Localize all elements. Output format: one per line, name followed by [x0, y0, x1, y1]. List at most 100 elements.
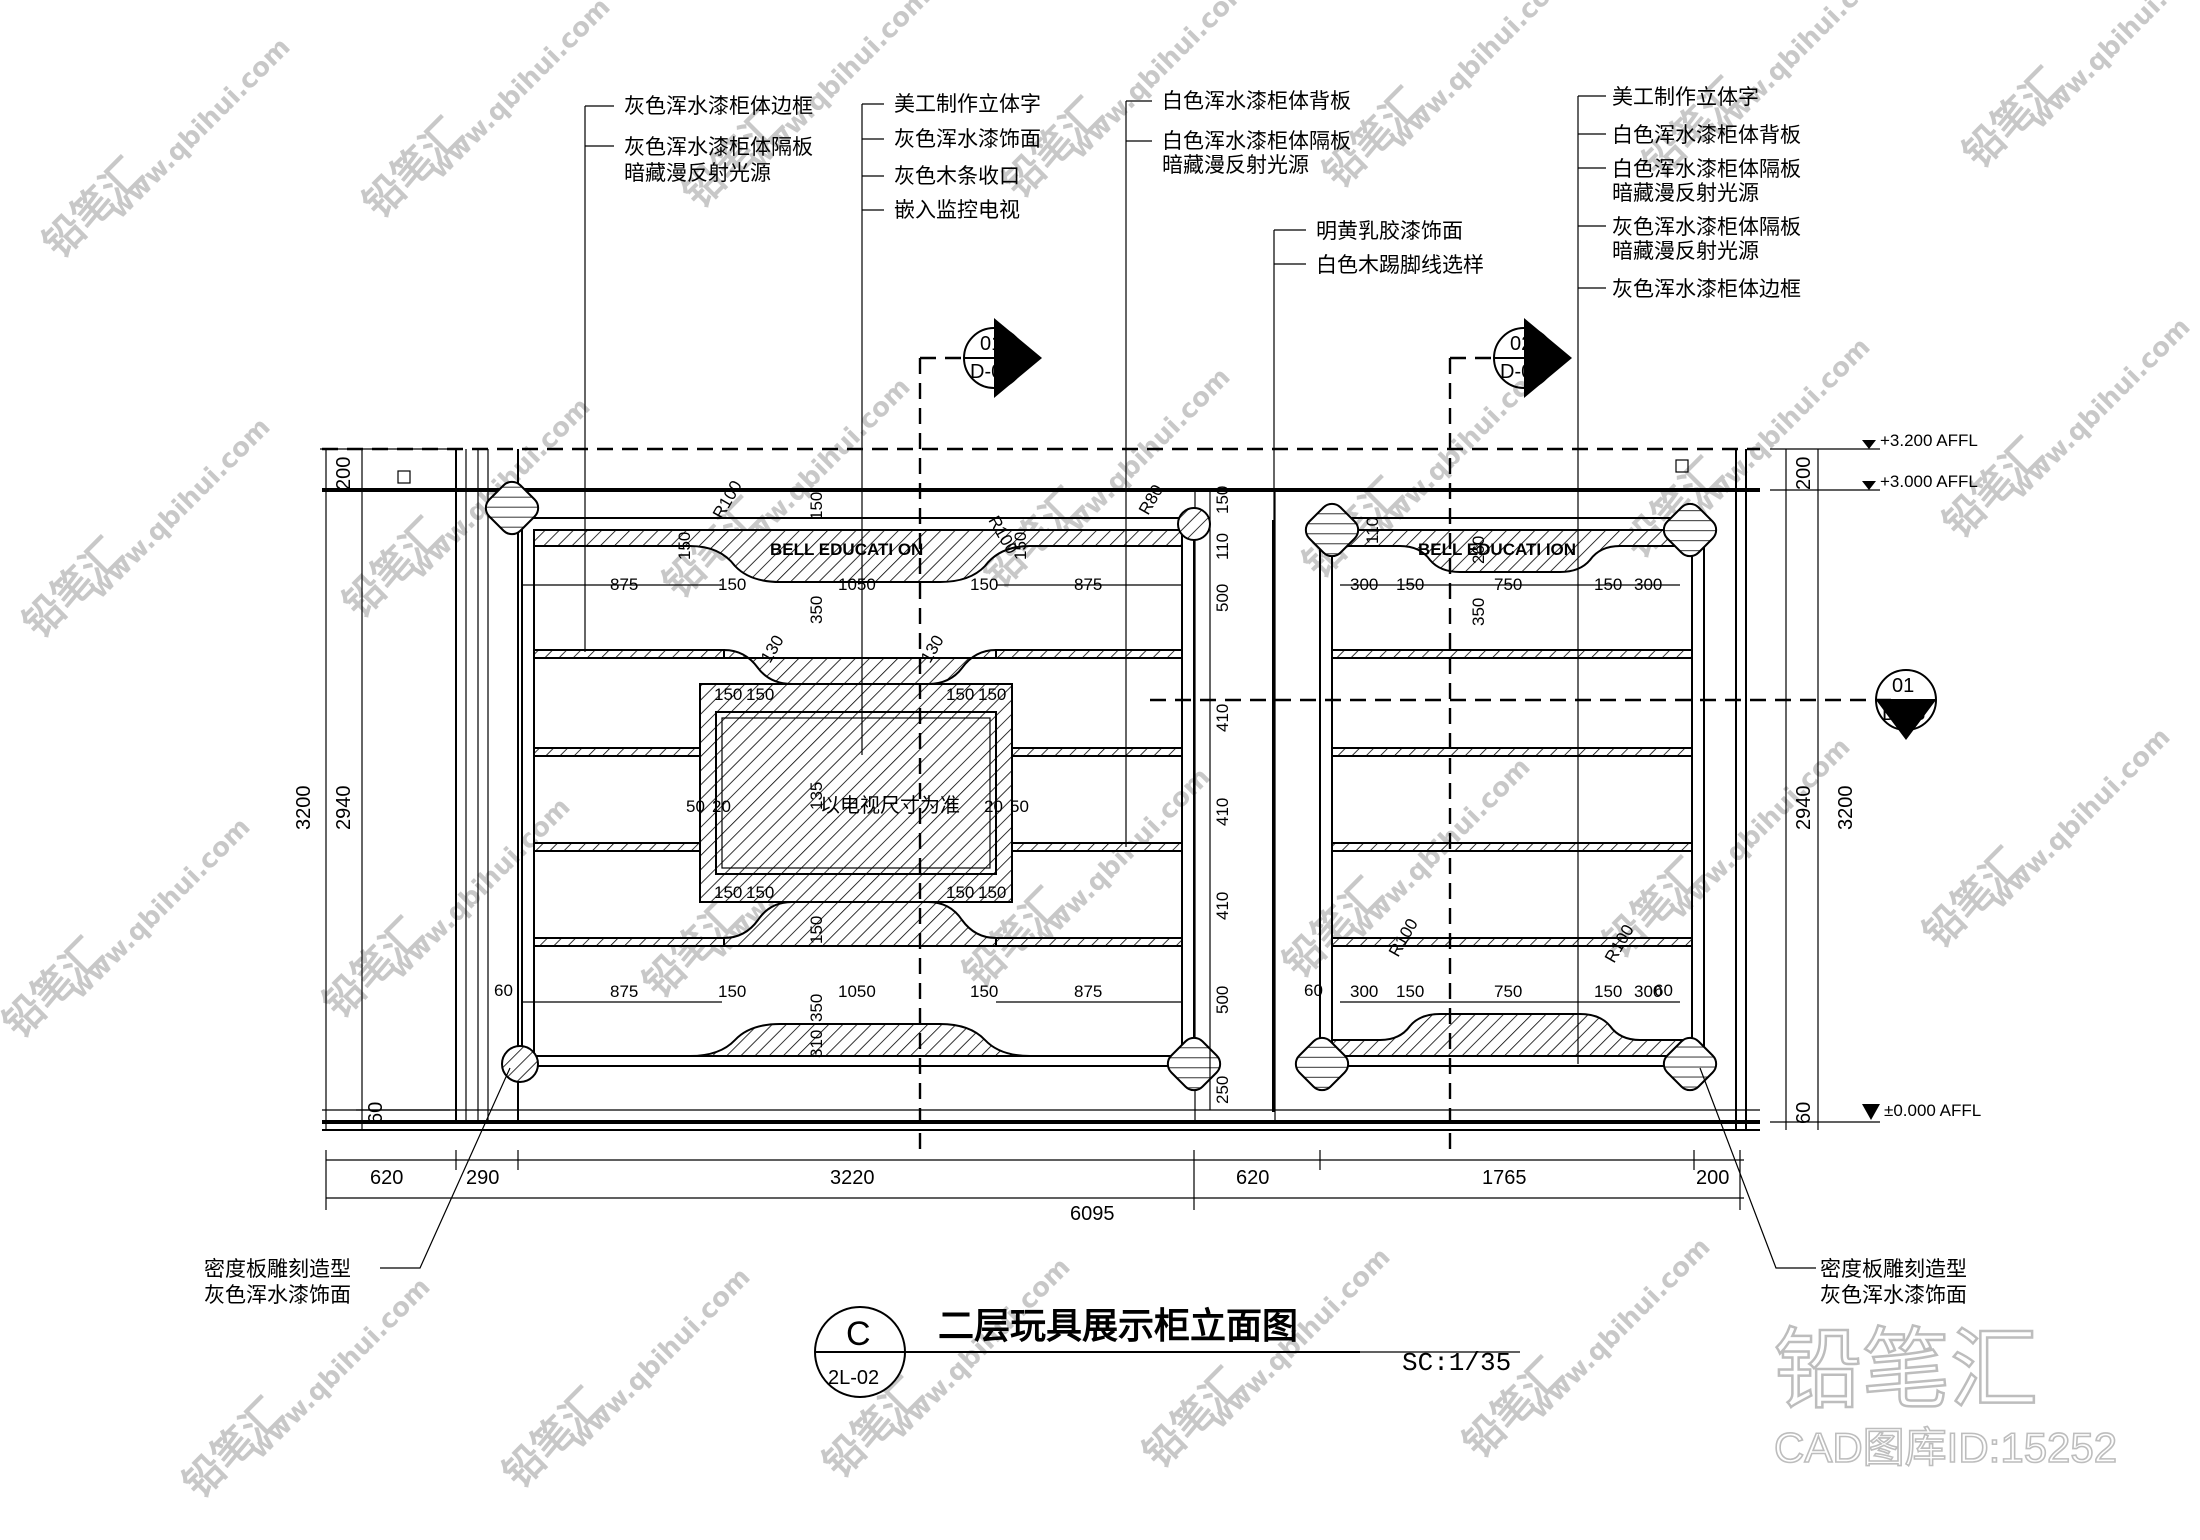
level-0000: ±0.000 AFFL	[1884, 1101, 1981, 1120]
dim-300-a: 300	[1350, 575, 1378, 594]
label-gray-finish-right: 灰色浑水漆饰面	[1820, 1283, 1967, 1307]
label-yellow-paint: 明黄乳胶漆饰面	[1316, 219, 1463, 243]
label-hidden-light-2: 暗藏漫反射光源	[1162, 153, 1309, 177]
watermark-url-tile: www.qbihui.com	[2024, 0, 2200, 135]
watermark-url-tile: www.qbihui.com	[64, 812, 257, 1005]
label-hidden-light-3: 暗藏漫反射光源	[1612, 181, 1759, 205]
dim-150-n: 150	[1594, 575, 1622, 594]
annotation-leaders	[380, 95, 1816, 1269]
dim-150-v3: 150	[675, 532, 694, 560]
section-2-number: 02	[1510, 333, 1532, 355]
dim-150-f: 150	[746, 685, 774, 704]
label-gray-shelf: 灰色浑水漆柜体隔板	[624, 135, 813, 159]
dim-200: 200	[1696, 1167, 1729, 1189]
dim-left-200: 200	[333, 457, 355, 490]
dim-290: 290	[466, 1167, 499, 1189]
dim-300-c: 300	[1350, 982, 1378, 1001]
label-white-back: 白色浑水漆柜体背板	[1162, 89, 1351, 113]
label-mdf-carving-right: 密度板雕刻造型	[1820, 1257, 1967, 1281]
signage-right: BELL EDUCATI ION	[1418, 540, 1576, 559]
dim-875-c: 875	[610, 982, 638, 1001]
dim-300-b: 300	[1634, 575, 1662, 594]
watermark-url-tile: www.qbihui.com	[564, 1262, 757, 1455]
watermark-url-tile: www.qbihui.com	[1524, 1232, 1717, 1425]
structure-lines	[322, 447, 1760, 1131]
dim-135: 135	[807, 782, 826, 810]
dim-left-2940: 2940	[333, 786, 355, 831]
dim-875-b: 875	[1074, 575, 1102, 594]
section-marker-1: 01 D-07	[963, 318, 1042, 398]
dim-150-g: 150	[946, 685, 974, 704]
section-3-sheet: D-08	[1882, 703, 1925, 725]
dim-right-2940: 2940	[1793, 786, 1815, 831]
watermark-url-tile: www.qbihui.com	[1384, 0, 1577, 155]
drawing-title: 二层玩具展示柜立面图	[938, 1306, 1298, 1347]
label-group-bottom: 密度板雕刻造型 灰色浑水漆饰面 密度板雕刻造型 灰色浑水漆饰面	[204, 1257, 1967, 1307]
watermark-url-tile: www.qbihui.com	[104, 32, 297, 225]
right-cabinet	[1294, 502, 1718, 1092]
label-gray-frame-2: 灰色浑水漆柜体边框	[1612, 277, 1801, 301]
dim-150-v5: 150	[1213, 486, 1232, 514]
dimension-texts: 620 290 3220 620 1765 200 6095 200 3200 …	[293, 457, 1857, 1225]
dim-410-a: 410	[1213, 704, 1232, 732]
level-markers: +3.200 AFFL +3.000 AFFL ±0.000 AFFL	[1770, 431, 1981, 1123]
dim-150-m: 150	[1396, 575, 1424, 594]
dim-50-a: 50	[686, 797, 705, 816]
dim-150-v1: 150	[807, 492, 826, 520]
dim-260: 260	[1469, 536, 1488, 564]
dim-150-j: 150	[746, 883, 774, 902]
dim-500-a: 500	[1213, 584, 1232, 612]
section-2-sheet: D-07	[1500, 361, 1543, 383]
dim-left-3200: 3200	[293, 786, 315, 831]
watermark-brand: 铅笔汇 CAD图库ID:15252	[1773, 1317, 2118, 1472]
left-cabinet	[484, 480, 1222, 1092]
dim-350-c: 350	[1469, 598, 1488, 626]
dim-1050-a: 1050	[838, 575, 876, 594]
dim-620-a: 620	[370, 1167, 403, 1189]
dim-350-a: 350	[807, 596, 826, 624]
label-hidden-light-1: 暗藏漫反射光源	[624, 161, 771, 185]
level-3200: +3.200 AFFL	[1880, 431, 1978, 450]
dim-500-b: 500	[1213, 986, 1232, 1014]
dim-410-b: 410	[1213, 798, 1232, 826]
dim-60-c: 60	[1654, 981, 1673, 1000]
label-3d-letters-1: 美工制作立体字	[894, 92, 1041, 116]
dim-750-a: 750	[1494, 575, 1522, 594]
dim-620-b: 620	[1236, 1167, 1269, 1189]
dim-310: 310	[807, 1030, 826, 1058]
label-group-left: 灰色浑水漆柜体边框 灰色浑水漆柜体隔板 暗藏漫反射光源 美工制作立体字 灰色浑水…	[624, 89, 1484, 277]
watermark-url-tile: www.qbihui.com	[1024, 762, 1217, 955]
section-3-number: 01	[1892, 675, 1914, 697]
dim-150-b: 150	[970, 575, 998, 594]
dim-3220: 3220	[830, 1167, 875, 1189]
label-white-shelf: 白色浑水漆柜体隔板	[1162, 129, 1351, 153]
dim-150-e: 150	[714, 685, 742, 704]
section-1-sheet: D-07	[970, 361, 1013, 383]
dim-150-p: 150	[1594, 982, 1622, 1001]
title-sheet: 2L-02	[828, 1367, 879, 1389]
label-gray-finish: 灰色浑水漆饰面	[894, 127, 1041, 151]
dim-150-v4: 150	[1011, 532, 1030, 560]
watermark-url-tile: www.qbihui.com	[384, 792, 577, 985]
section-1-number: 01	[980, 333, 1002, 355]
dim-300-d: 300	[1634, 982, 1662, 1001]
label-mdf-carving-left: 密度板雕刻造型	[204, 1257, 351, 1281]
label-gray-shelf-2: 灰色浑水漆柜体隔板	[1612, 215, 1801, 239]
watermark-brand-text: 铅笔汇	[1774, 1318, 2038, 1421]
watermark-url-tile: www.qbihui.com	[2004, 312, 2197, 505]
dim-right-3200: 3200	[1835, 786, 1857, 831]
dim-50-b: 50	[1010, 797, 1029, 816]
label-white-back-2: 白色浑水漆柜体背板	[1612, 123, 1801, 147]
dim-875-d: 875	[1074, 982, 1102, 1001]
dim-350-b: 350	[807, 994, 826, 1022]
section-marker-3: 01 D-08	[1875, 669, 1937, 740]
dim-150-a: 150	[718, 575, 746, 594]
label-white-shelf-2: 白色浑水漆柜体隔板	[1612, 157, 1801, 181]
dim-150-h: 150	[978, 685, 1006, 704]
signage-left: BELL EDUCATI ON	[770, 540, 923, 559]
watermark-url-tile: www.qbihui.com	[884, 1252, 1077, 1445]
tv-note: 以电视尺寸为准	[820, 794, 960, 817]
dim-410-c: 410	[1213, 892, 1232, 920]
dim-150-v2: 150	[807, 916, 826, 944]
